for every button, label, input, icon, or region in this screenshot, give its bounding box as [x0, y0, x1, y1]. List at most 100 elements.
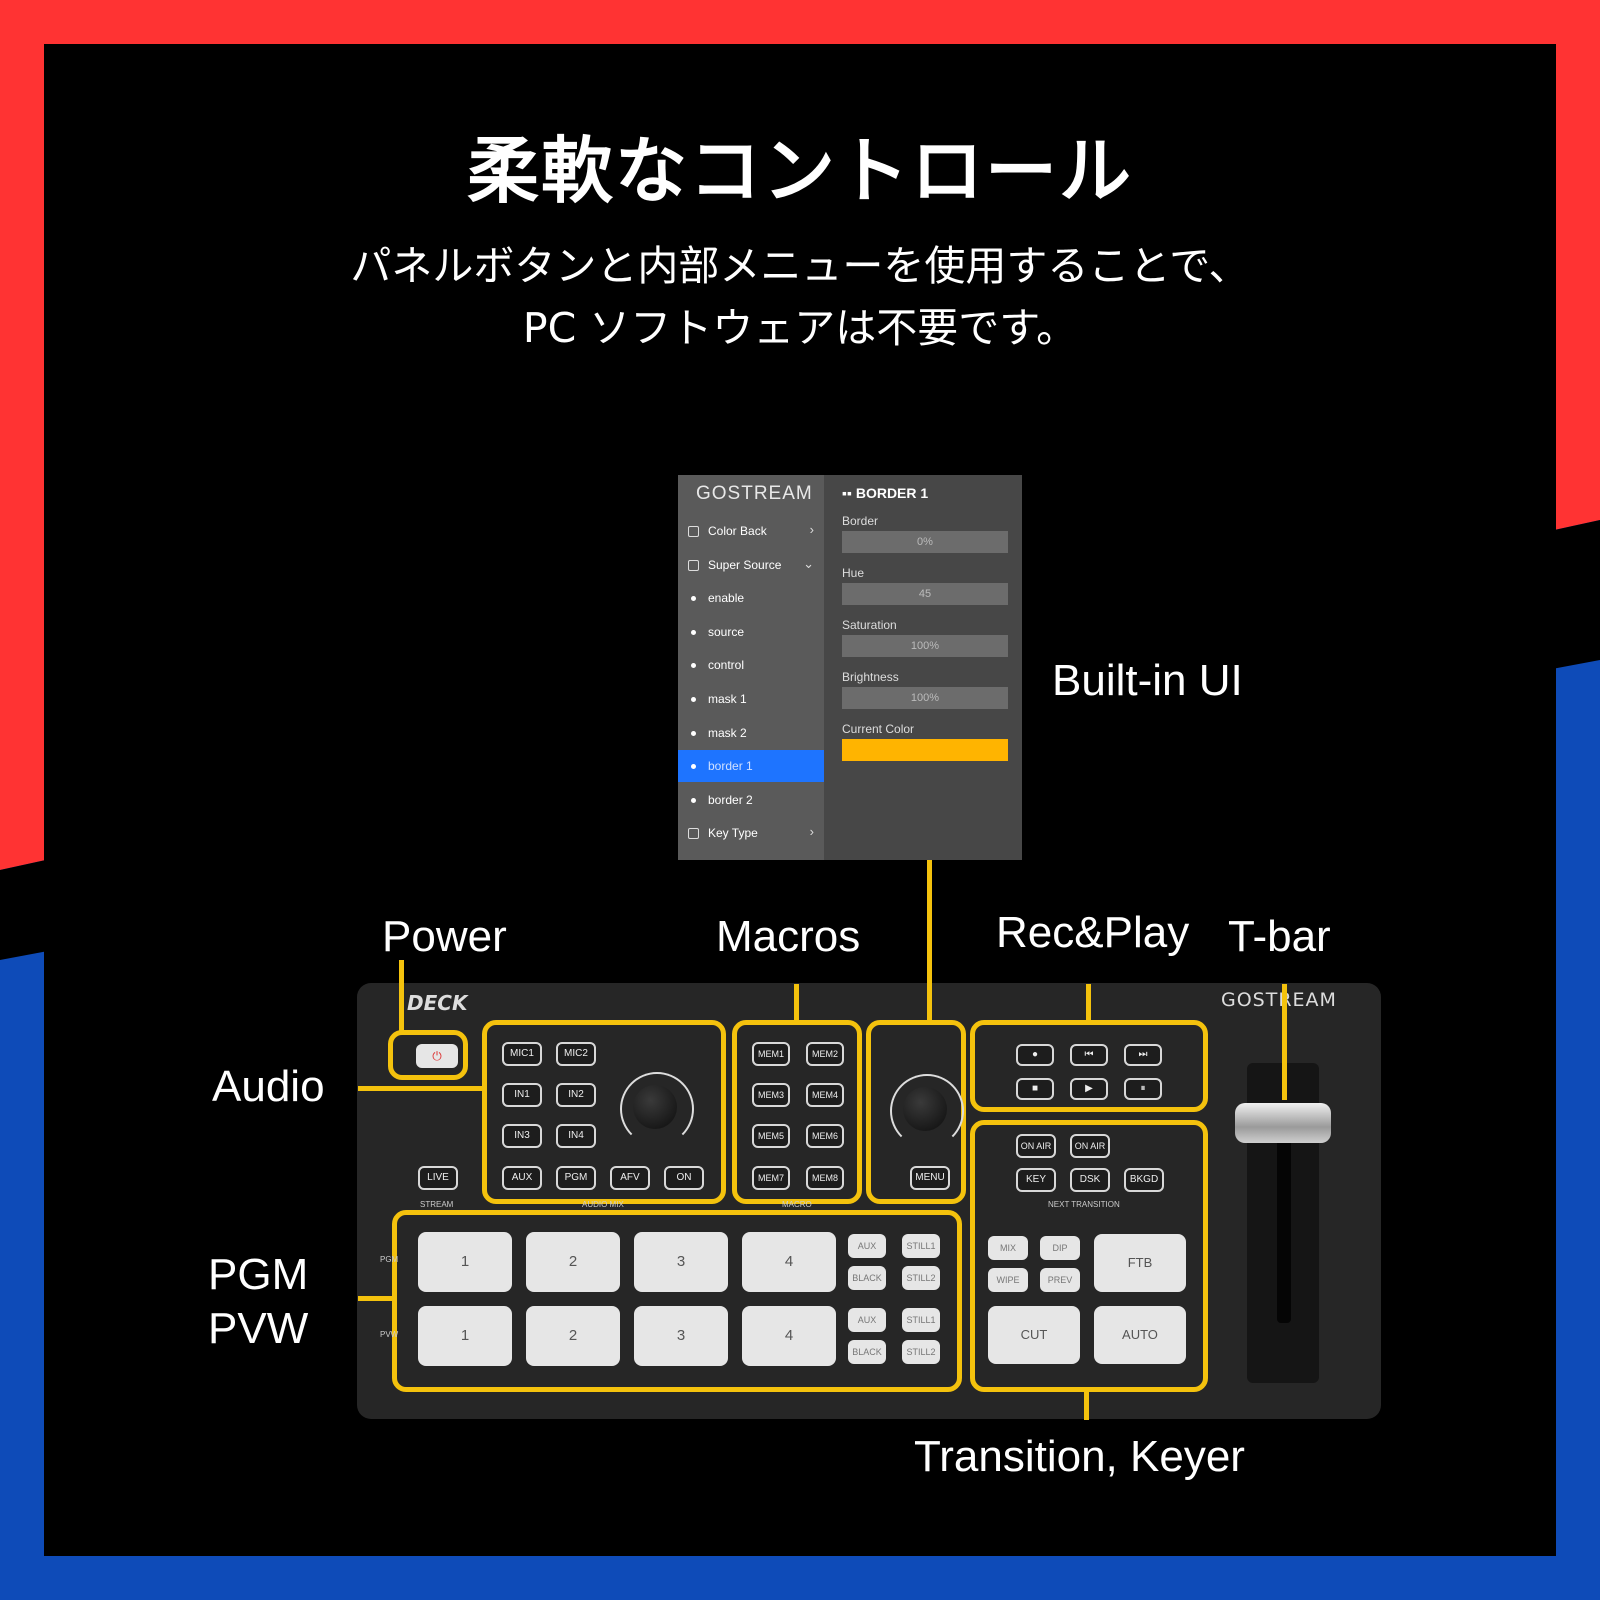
in2-button[interactable]: IN2	[556, 1083, 596, 1107]
prev-track-icon[interactable]: ⏮	[1070, 1044, 1108, 1066]
menu-item[interactable]: Key Type›	[678, 817, 824, 849]
mem5-button[interactable]: MEM5	[752, 1124, 790, 1148]
panel-title: ▪▪ BORDER 1	[842, 485, 929, 501]
pause-icon[interactable]: ⏸	[1124, 1078, 1162, 1100]
menu-button[interactable]: MENU	[910, 1166, 950, 1190]
menu-item-label: mask 1	[708, 692, 747, 706]
pgm-3-button[interactable]: 3	[634, 1232, 728, 1292]
macro-box	[732, 1020, 862, 1204]
builtin-ui-line	[927, 860, 932, 1022]
pgm-audio-button[interactable]: PGM	[556, 1166, 596, 1190]
pgm-still2-button[interactable]: STILL2	[902, 1266, 940, 1290]
label-macros: Macros	[716, 912, 861, 961]
mix-button[interactable]: MIX	[988, 1236, 1028, 1260]
mem6-button[interactable]: MEM6	[806, 1124, 844, 1148]
pvw-still1-button[interactable]: STILL1	[902, 1308, 940, 1332]
mem1-button[interactable]: MEM1	[752, 1042, 790, 1066]
menu-item[interactable]: source	[678, 616, 824, 648]
menu-item-label: Color Back	[708, 524, 767, 538]
mic2-button[interactable]: MIC2	[556, 1042, 596, 1066]
mem8-button[interactable]: MEM8	[806, 1166, 844, 1190]
stop-icon[interactable]: ■	[1016, 1078, 1054, 1100]
field-value-brightness[interactable]: 100%	[842, 687, 1008, 709]
menu-item-label: mask 2	[708, 725, 747, 740]
live-button[interactable]: LIVE	[418, 1166, 458, 1190]
bullet-icon	[691, 596, 696, 602]
pgm-1-button[interactable]: 1	[418, 1232, 512, 1292]
prev-button[interactable]: PREV	[1040, 1268, 1080, 1292]
tbar-handle[interactable]	[1235, 1103, 1331, 1143]
next-track-icon[interactable]: ⏭	[1124, 1044, 1162, 1066]
label-pgm: PGM	[208, 1250, 309, 1299]
bullet-icon	[691, 797, 696, 803]
ftb-button[interactable]: FTB	[1094, 1234, 1186, 1292]
pgm-still1-button[interactable]: STILL1	[902, 1234, 940, 1258]
menu-item[interactable]: enable	[678, 582, 824, 614]
menu-item-label: Super Source	[708, 557, 782, 572]
audio-knob[interactable]	[633, 1085, 677, 1129]
mem4-button[interactable]: MEM4	[806, 1083, 844, 1107]
mic1-button[interactable]: MIC1	[502, 1042, 542, 1066]
menu-item-label: Key Type	[708, 826, 758, 841]
play-icon[interactable]: ▶	[1070, 1078, 1108, 1100]
pvw-1-button[interactable]: 1	[418, 1306, 512, 1366]
mem2-button[interactable]: MEM2	[806, 1042, 844, 1066]
pgm-2-button[interactable]: 2	[526, 1232, 620, 1292]
bkgd-button[interactable]: BKGD	[1124, 1168, 1164, 1192]
key-button[interactable]: KEY	[1016, 1168, 1056, 1192]
pvw-3-button[interactable]: 3	[634, 1306, 728, 1366]
folder-icon	[688, 526, 699, 537]
mem7-button[interactable]: MEM7	[752, 1166, 790, 1190]
wipe-button[interactable]: WIPE	[988, 1268, 1028, 1292]
in4-button[interactable]: IN4	[556, 1124, 596, 1148]
label-pvw: PVW	[208, 1304, 309, 1353]
device-brand-logo: GOSTREAM	[1221, 989, 1337, 1011]
audio-line	[358, 1086, 484, 1091]
field-value-border[interactable]: 0%	[842, 531, 1008, 553]
bullet-icon	[691, 764, 696, 770]
aux-audio-button[interactable]: AUX	[502, 1166, 542, 1190]
transition-box	[970, 1120, 1208, 1392]
pvw-row-label: PVW	[380, 1330, 399, 1339]
pgm-black-button[interactable]: BLACK	[848, 1266, 886, 1290]
pgm-row-label: PGM	[380, 1255, 399, 1264]
in3-button[interactable]: IN3	[502, 1124, 542, 1148]
pvw-aux-button[interactable]: AUX	[848, 1308, 886, 1332]
menu-item[interactable]: border 2	[678, 784, 824, 816]
field-label-border: Border	[842, 514, 879, 528]
label-tbar: T-bar	[1228, 912, 1331, 961]
field-value-hue[interactable]: 45	[842, 583, 1008, 605]
current-color-swatch[interactable]	[842, 739, 1008, 761]
auto-button[interactable]: AUTO	[1094, 1306, 1186, 1364]
menu-item[interactable]: control	[678, 649, 824, 681]
pvw-black-button[interactable]: BLACK	[848, 1340, 886, 1364]
pgm-4-button[interactable]: 4	[742, 1232, 836, 1292]
pvw-4-button[interactable]: 4	[742, 1306, 836, 1366]
dsk-button[interactable]: DSK	[1070, 1168, 1110, 1192]
field-value-saturation[interactable]: 100%	[842, 635, 1008, 657]
in1-button[interactable]: IN1	[502, 1083, 542, 1107]
menu-item[interactable]: Super Source⌄	[678, 549, 824, 581]
dip-button[interactable]: DIP	[1040, 1236, 1080, 1260]
pgm-pvw-line	[358, 1296, 394, 1301]
on-air-dsk-button[interactable]: ON AIR	[1070, 1134, 1110, 1158]
menu-detail-panel: ▪▪ BORDER 1 Border 0% Hue 45 Saturation …	[824, 475, 1022, 860]
cut-button[interactable]: CUT	[988, 1306, 1080, 1364]
mem3-button[interactable]: MEM3	[752, 1083, 790, 1107]
on-air-key-button[interactable]: ON AIR	[1016, 1134, 1056, 1158]
recplay-box	[970, 1020, 1208, 1112]
menu-item[interactable]: border 1	[678, 750, 824, 783]
menu-item[interactable]: mask 1	[678, 683, 824, 715]
power-button[interactable]: ⏻	[416, 1044, 458, 1068]
pvw-still2-button[interactable]: STILL2	[902, 1340, 940, 1364]
pvw-2-button[interactable]: 2	[526, 1306, 620, 1366]
record-icon[interactable]: ●	[1016, 1044, 1054, 1066]
menu-knob[interactable]	[903, 1087, 947, 1131]
menu-item[interactable]: mask 2	[678, 717, 824, 749]
on-button[interactable]: ON	[664, 1166, 704, 1190]
subtitle-line-1: パネルボタンと内部メニューを使用することで、	[350, 242, 1250, 290]
menu-item[interactable]: Color Back›	[678, 515, 824, 547]
label-builtin-ui: Built-in UI	[1052, 656, 1243, 705]
afv-button[interactable]: AFV	[610, 1166, 650, 1190]
pgm-aux-button[interactable]: AUX	[848, 1234, 886, 1258]
